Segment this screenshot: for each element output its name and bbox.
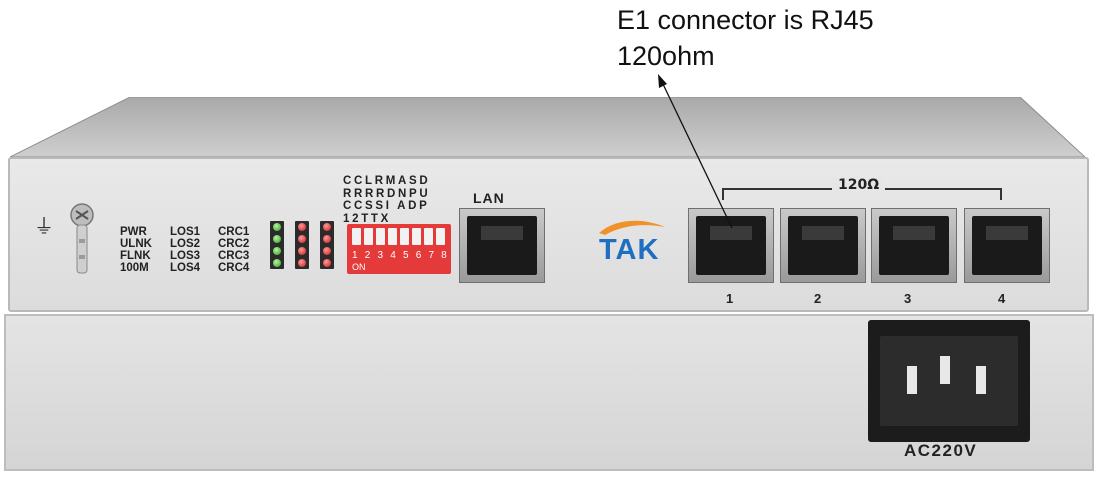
led-label: LOS3 [170, 250, 201, 262]
annotation-callout: E1 connector is RJ45 120ohm [617, 2, 874, 74]
led-label: ULNK [120, 238, 152, 250]
led-red-icon [323, 235, 331, 243]
e1-port-4[interactable] [964, 208, 1050, 283]
led-label: CRC4 [218, 262, 250, 274]
led-label: LOS2 [170, 238, 201, 250]
led-red-icon [298, 235, 306, 243]
port-number: 1 [726, 291, 734, 306]
dip-key[interactable] [424, 228, 433, 245]
led-label: LOS4 [170, 262, 201, 274]
dip-key[interactable] [352, 228, 361, 245]
dip-label-row: 12TTX [343, 212, 392, 225]
dip-switch-labels: CCLRMASD RRRRDNPU CCSSI ADP 12TTX [343, 175, 430, 225]
led-red-icon [323, 223, 331, 231]
port-number: 3 [904, 291, 912, 306]
led-label-row: 100M LOS4 CRC4 [120, 262, 264, 274]
led-column-red-2 [320, 221, 334, 269]
led-label-row: FLNK LOS3 CRC3 [120, 250, 264, 262]
led-red-icon [298, 259, 306, 267]
dip-keys [352, 228, 446, 245]
rj45-socket-icon [467, 216, 537, 275]
led-green-icon [273, 223, 281, 231]
power-label: AC220V [904, 441, 978, 460]
dip-key[interactable] [412, 228, 421, 245]
led-red-icon [298, 223, 306, 231]
rj45-socket-icon [972, 216, 1042, 275]
led-label: FLNK [120, 250, 151, 262]
led-label: CRC2 [218, 238, 250, 250]
led-red-icon [323, 259, 331, 267]
led-label: CRC1 [218, 226, 250, 238]
e1-port-1[interactable] [688, 208, 774, 283]
dip-key[interactable] [364, 228, 373, 245]
led-label: LOS1 [170, 226, 201, 238]
rj45-socket-icon [696, 216, 766, 275]
led-red-icon [298, 247, 306, 255]
led-green-icon [273, 247, 281, 255]
lan-port[interactable] [459, 208, 545, 283]
power-pin-icon [976, 366, 986, 394]
ohm-label: 120Ω [832, 177, 886, 193]
led-labels: PWR LOS1 CRC1 ULNK LOS2 CRC2 FLNK LOS3 C… [120, 226, 264, 274]
annotation-line-1: E1 connector is RJ45 [617, 5, 874, 35]
brand-logo: TAK [599, 234, 660, 266]
ground-screw-icon [70, 203, 94, 274]
led-label: 100M [120, 262, 149, 274]
tak-logo-swoosh-icon [599, 220, 665, 235]
led-label-row: PWR LOS1 CRC1 [120, 226, 264, 238]
device-lid [10, 97, 1085, 157]
dip-label-row: CCSSI ADP [343, 200, 430, 212]
port-number: 2 [814, 291, 822, 306]
power-pin-icon [907, 366, 917, 394]
led-label: CRC3 [218, 250, 250, 262]
dip-key[interactable] [388, 228, 397, 245]
dip-key[interactable] [400, 228, 409, 245]
led-green-icon [273, 259, 281, 267]
rj45-socket-icon [879, 216, 949, 275]
rj45-socket-icon [788, 216, 858, 275]
led-column-red-1 [295, 221, 309, 269]
ground-icon: ⏚ [34, 214, 54, 238]
led-label: PWR [120, 226, 147, 238]
dip-numbers: 1 2 3 4 5 6 7 8 [352, 250, 449, 261]
led-red-icon [323, 247, 331, 255]
e1-port-2[interactable] [780, 208, 866, 283]
led-green-icon [273, 235, 281, 243]
dip-label-row: CCLRMASD [343, 175, 431, 187]
power-pin-icon [940, 356, 950, 384]
e1-port-3[interactable] [871, 208, 957, 283]
dip-on-label: ON [352, 262, 366, 272]
dip-label-row: RRRRDNPU [343, 187, 431, 200]
lan-label: LAN [473, 190, 505, 206]
dip-key[interactable] [376, 228, 385, 245]
port-number: 4 [998, 291, 1006, 306]
annotation-line-2: 120ohm [617, 41, 715, 71]
dip-switch[interactable]: 1 2 3 4 5 6 7 8 ON [347, 224, 451, 274]
dip-key[interactable] [436, 228, 445, 245]
led-label-row: ULNK LOS2 CRC2 [120, 238, 264, 250]
led-column-green [270, 221, 284, 269]
